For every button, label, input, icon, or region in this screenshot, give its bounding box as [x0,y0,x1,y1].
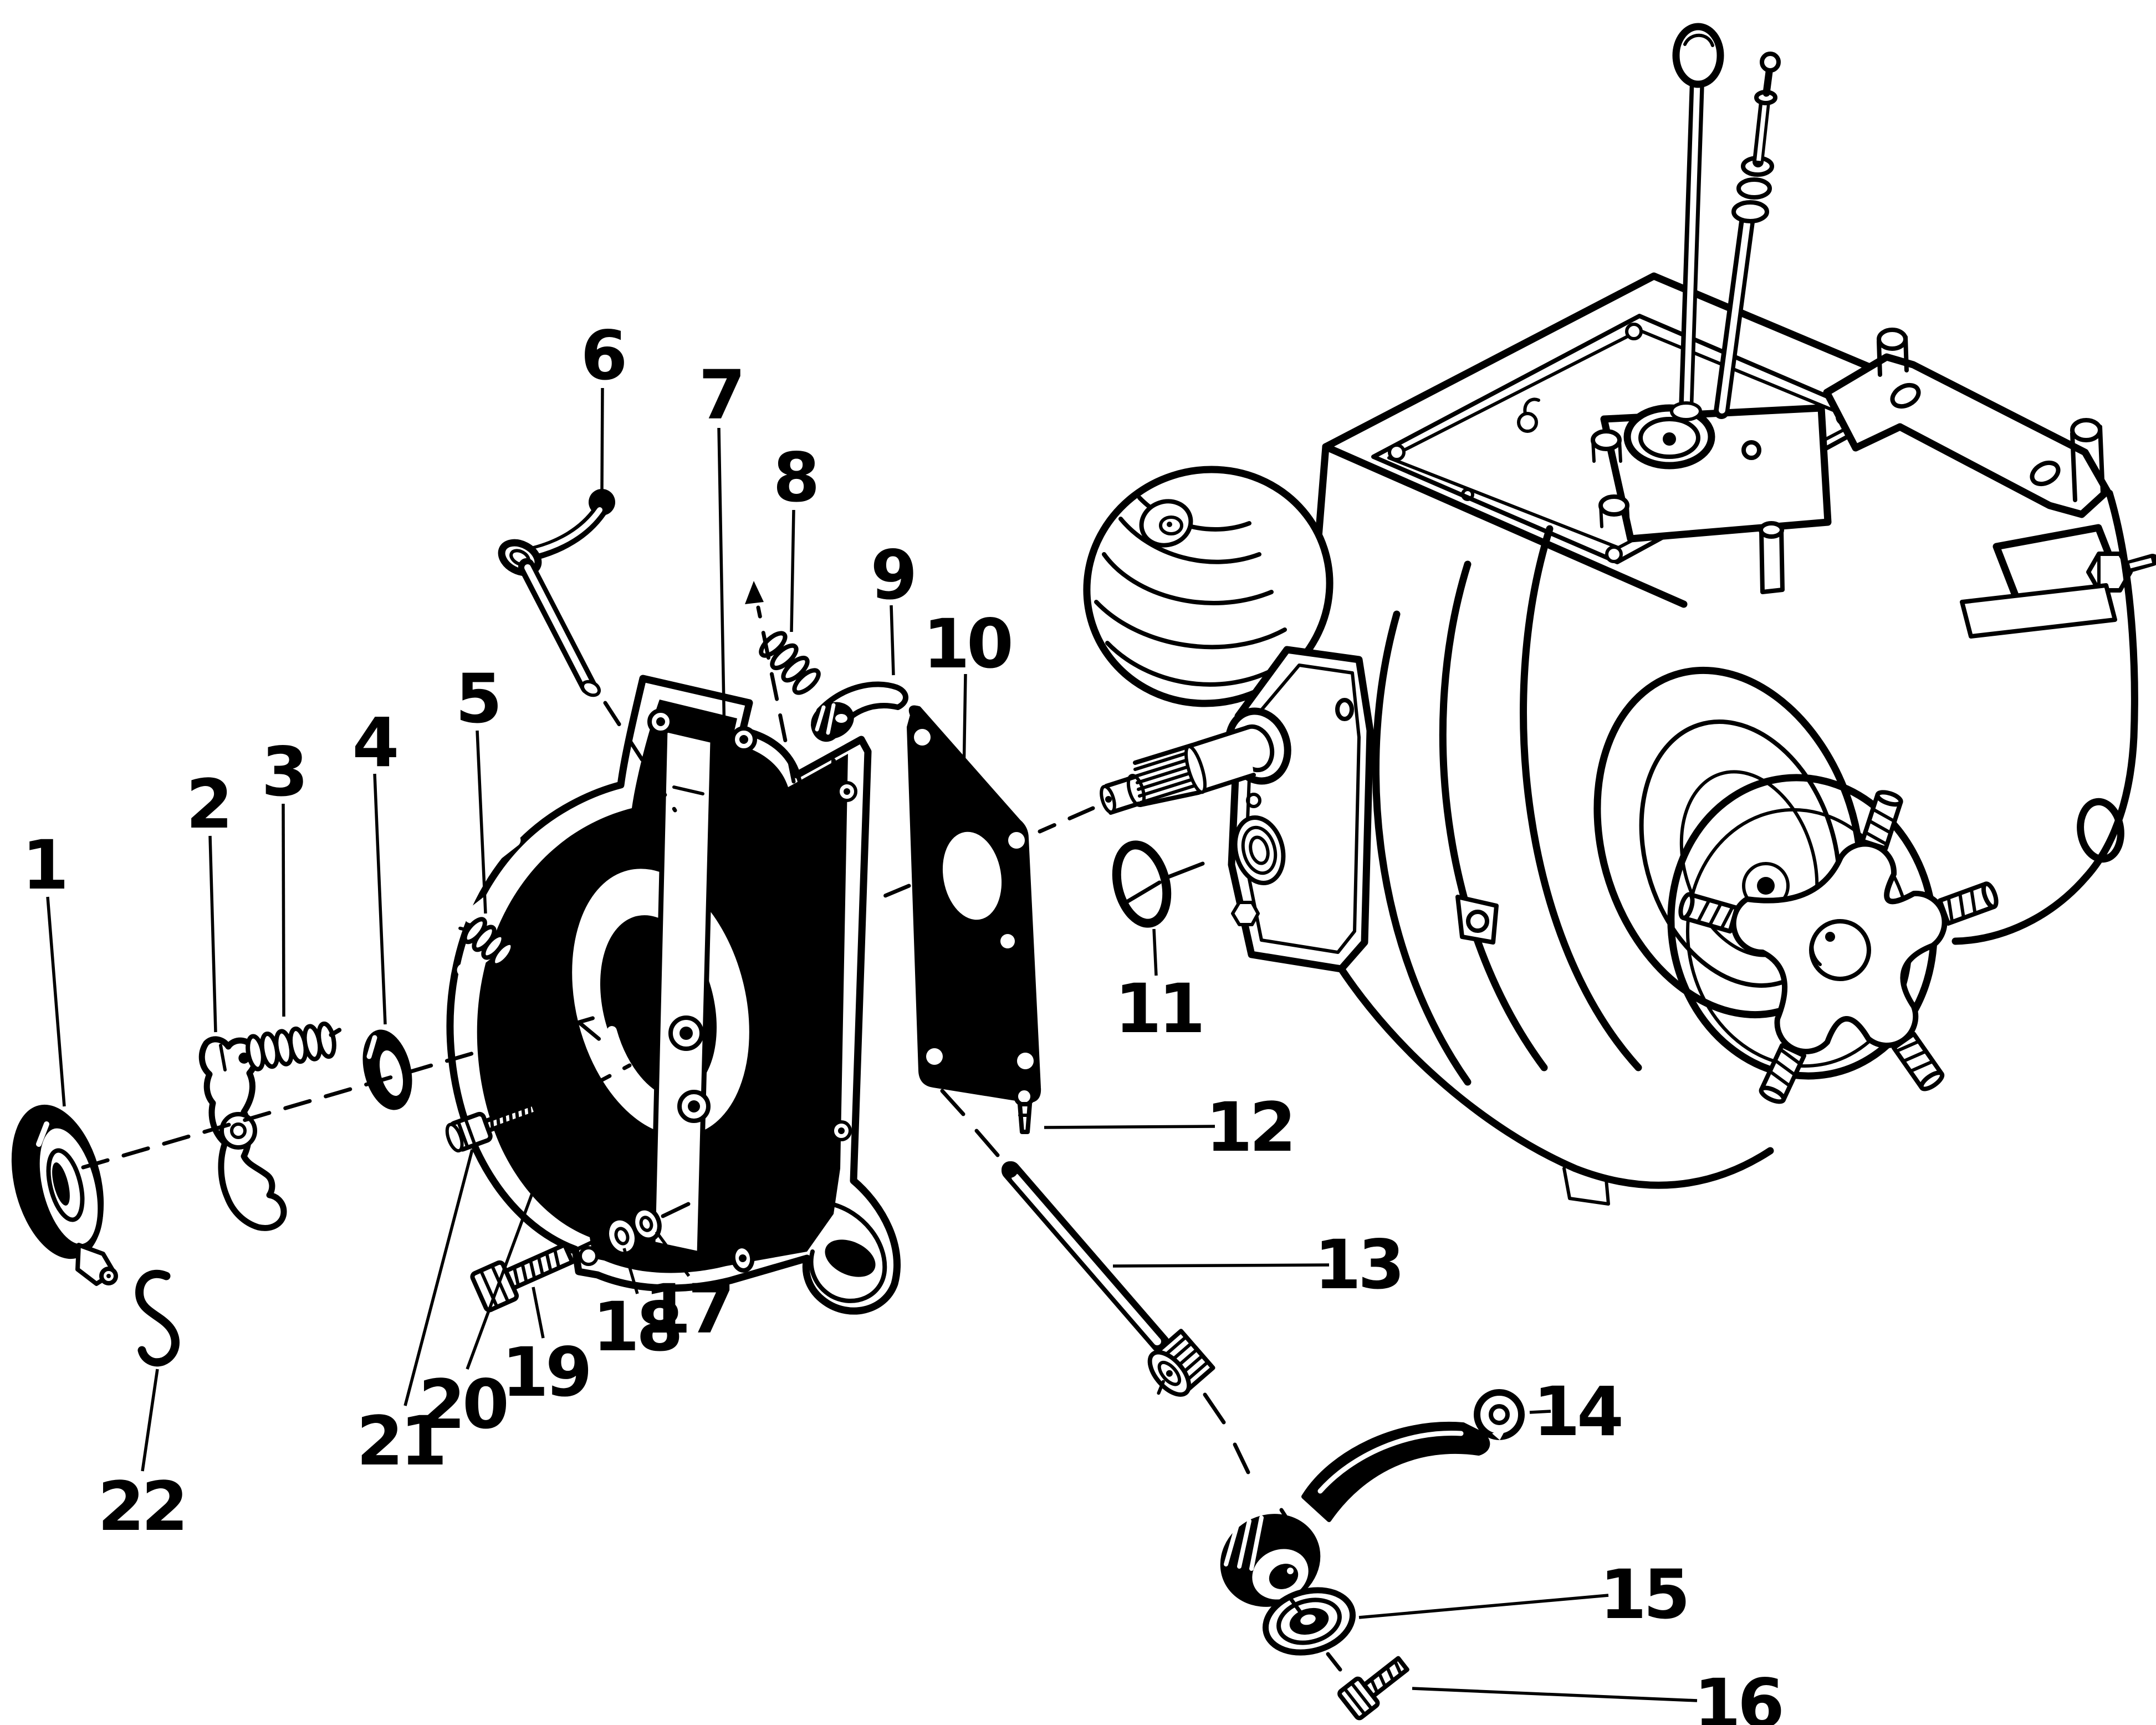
part-18-washers [605,1206,662,1257]
part-label-17: 17 [644,1270,732,1349]
arm-eye [1474,1389,1525,1440]
part-16-bolt [1337,1656,1409,1721]
part-label-4: 4 [352,703,397,782]
housing-center-strap [650,726,716,1257]
assembly-axis-lines [81,581,1342,1672]
part-13-long-bolt [1002,1161,1215,1397]
housing-lug-hole [825,1239,876,1277]
part-label-14: 14 [1533,1372,1621,1451]
part-15-washer [1262,1587,1356,1656]
part-5-spring [458,917,519,968]
part-label-11: 11 [1115,969,1202,1048]
shifter-turret [1591,404,1832,594]
part-label-9: 9 [871,536,914,615]
wheel-stud [1891,1032,1945,1091]
lever-tip [1760,52,1781,73]
case-bottom-lug [1455,895,1499,945]
input-shaft [1100,725,1256,815]
part-4-seal-ring [362,1029,412,1110]
leader-line-18 [622,1248,639,1294]
bracket-pin [1877,328,1908,351]
wheel-stud [1678,892,1739,934]
cover-screw [1388,443,1406,461]
part-20-c-clip [555,1076,586,1114]
leader-line-3 [282,803,285,1017]
leader-line-10 [962,673,967,775]
wheel-stud [1860,790,1903,851]
part-label-5: 5 [456,660,499,738]
part-14-clutch-arm [1220,1389,1525,1607]
leader-line-7 [717,427,728,861]
part-label-1: 1 [22,826,66,905]
leader-line-20 [466,1109,565,1370]
side-plate-hole [2077,798,2124,863]
leader-line-1 [46,896,66,1107]
leader-line-4 [373,773,387,1025]
leader-line-16 [1412,1687,1698,1702]
part-label-10: 10 [923,605,1011,683]
part-label-20: 20 [418,1365,507,1444]
part-label-2: 2 [186,765,230,844]
leader-line-13 [1112,1263,1330,1268]
bracket-pin [2070,418,2102,442]
part-9-latch-lever [811,681,908,742]
leader-line-9 [890,605,895,676]
gear-lever-right [1714,52,1781,419]
cover-latch [1517,412,1538,433]
part-6-crank-pin [498,489,615,697]
bell-housing [446,675,901,1315]
part-label-8: 8 [773,438,817,517]
leader-line-5 [476,730,487,914]
gear-lever-left [1670,23,1724,421]
insert-arrowhead [745,581,764,604]
case-bolt [1231,901,1260,926]
leader-line-22 [141,1369,159,1472]
part-label-12: 12 [1205,1088,1293,1167]
part-12-stud-bolt [1014,1086,1035,1134]
part-22-hook-clip [135,1269,180,1367]
wheel-stud [1759,1043,1807,1104]
right-bracket [1823,328,2156,945]
part-3-spring [238,1021,342,1071]
part-label-13: 13 [1314,1226,1402,1304]
wheel-stud [1938,881,1999,926]
cover-screw [1605,545,1623,563]
gasket-center-hole [942,831,1002,920]
part-label-7: 7 [699,356,743,435]
part-label-21: 21 [356,1402,444,1481]
part-label-6: 6 [581,317,625,395]
part-11-o-ring [1112,840,1172,928]
leader-line-19 [532,1287,545,1339]
part-21-socket-screw [445,1101,539,1153]
leader-line-2 [208,835,217,1033]
part-label-16: 16 [1694,1665,1781,1725]
leader-line-11 [1152,928,1158,976]
leader-line-14 [1529,1410,1551,1414]
leader-line-15 [1358,1594,1609,1619]
part-label-18: 18 [592,1288,680,1366]
leader-line-8 [790,509,795,632]
output-hub [1667,774,1999,1104]
part-label-15: 15 [1600,1555,1687,1634]
part-label-22: 22 [98,1467,185,1546]
leader-line-17 [655,1231,691,1277]
part-label-3: 3 [262,733,305,812]
clutch-drum [1372,525,1865,1086]
cover-screw [1625,323,1643,340]
leader-line-21 [403,1149,474,1406]
part-label-19: 19 [502,1333,589,1412]
gasket-plate [907,705,1041,1103]
leader-line-12 [1044,1125,1215,1129]
part-1-bearing-drum [11,1104,118,1286]
gearbox-body [1083,23,2156,1206]
